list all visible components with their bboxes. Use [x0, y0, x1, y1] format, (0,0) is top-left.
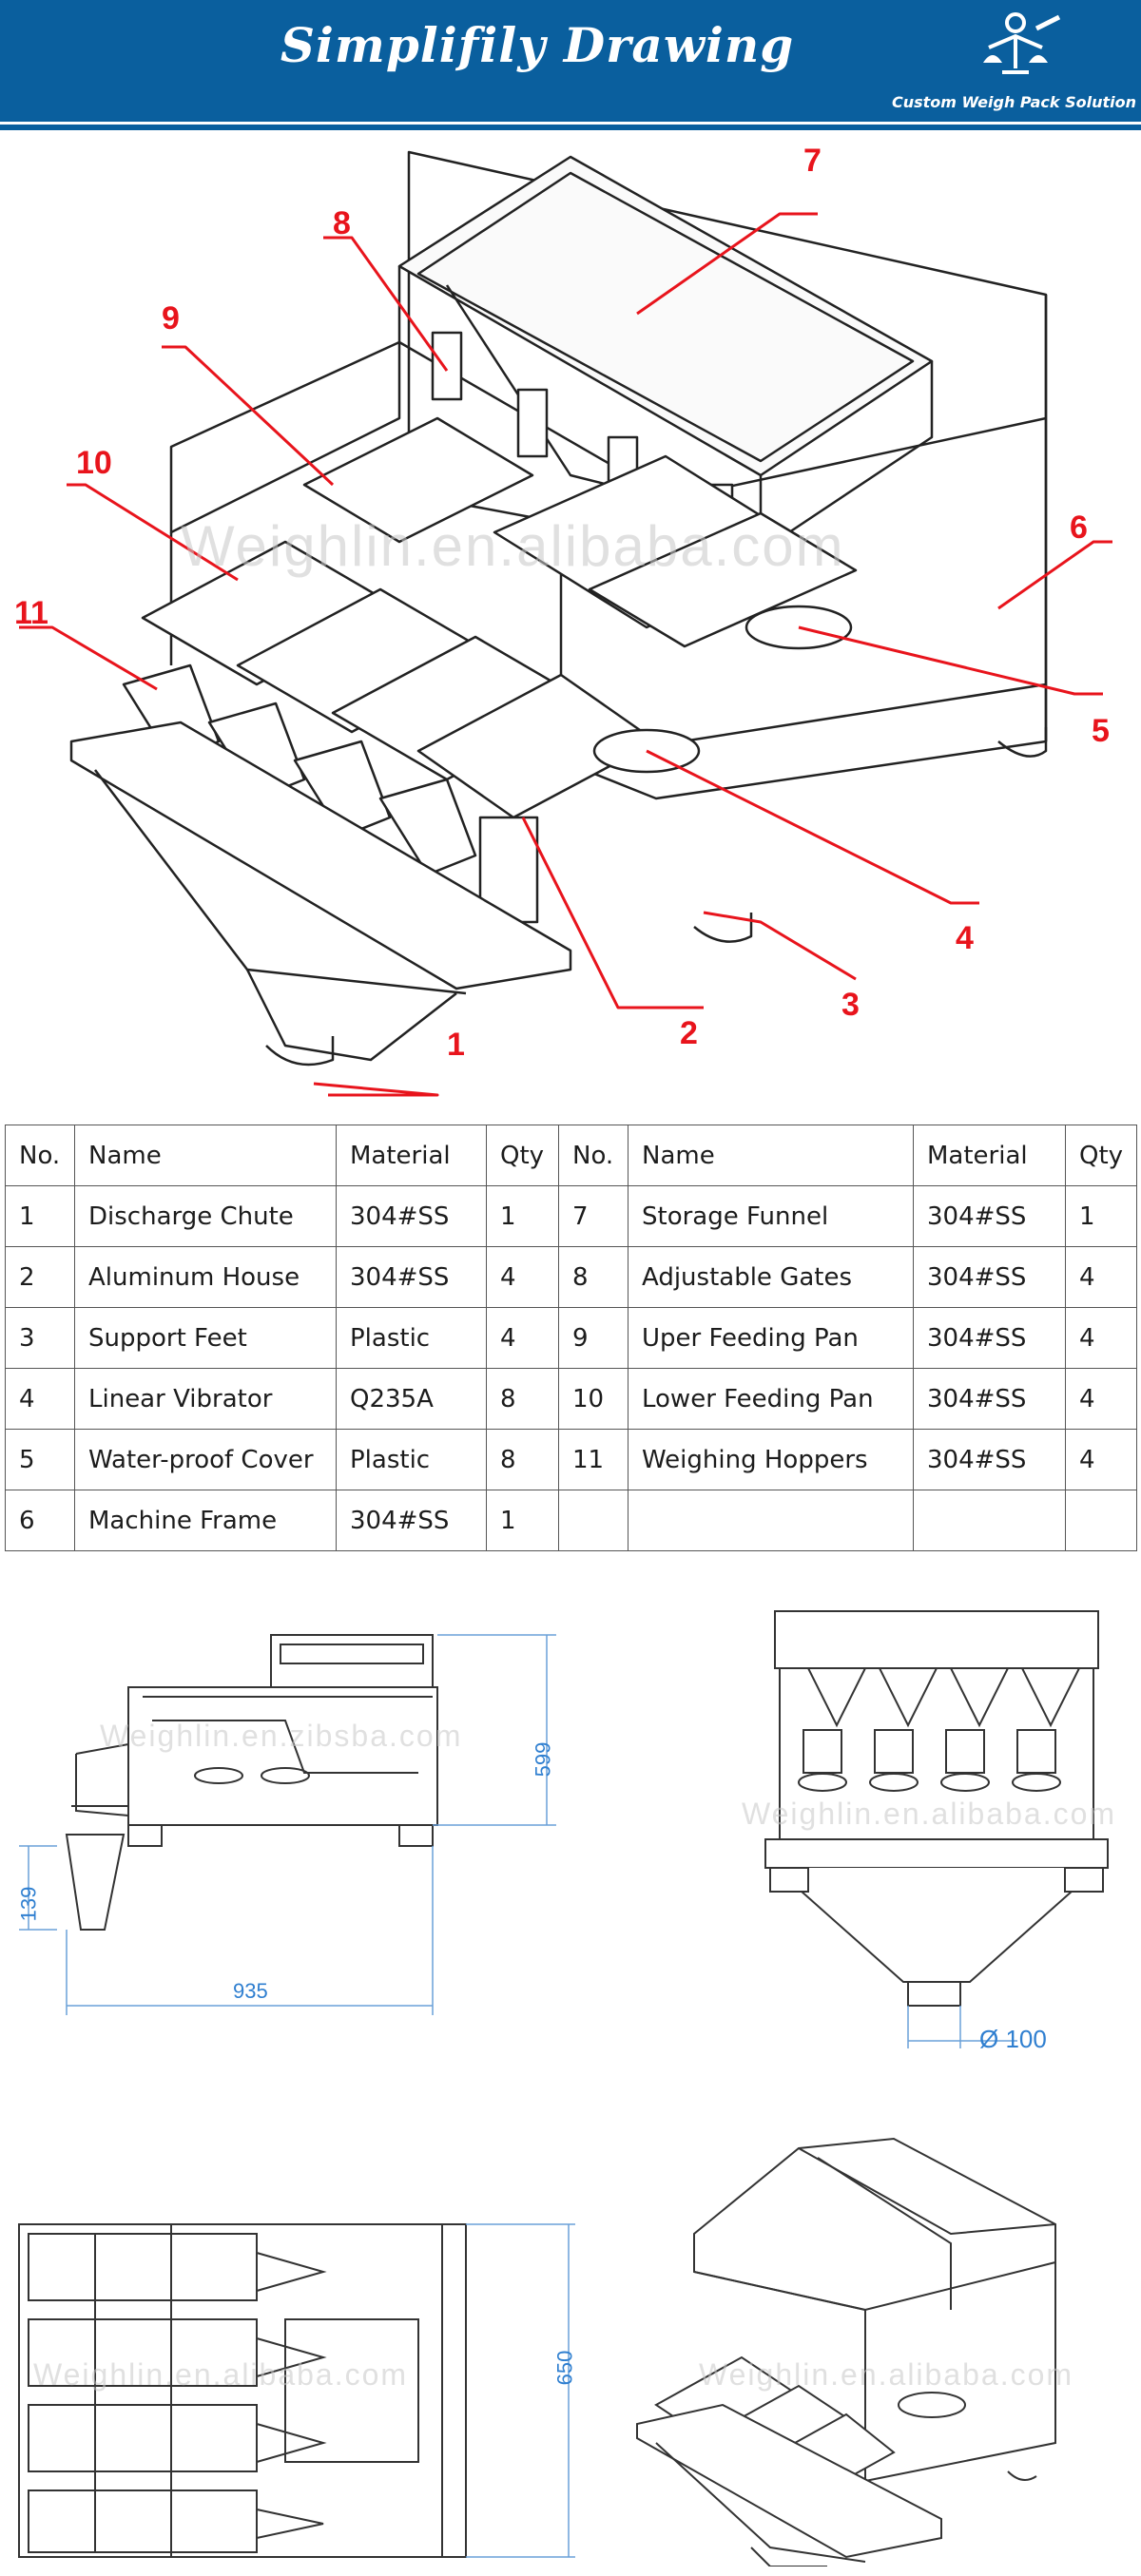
table-cell: 8 — [486, 1429, 559, 1490]
callout-3: 3 — [841, 987, 860, 1023]
watermark-iso: Weighlin.en.alibaba.com — [699, 2357, 1074, 2392]
table-cell: 1 — [5, 1185, 75, 1247]
table-cell: 4 — [1065, 1429, 1137, 1490]
table-cell — [628, 1490, 914, 1551]
table-cell: Water-proof Cover — [74, 1429, 337, 1490]
isometric-view-drawing — [636, 2137, 1056, 2566]
header-material: Material — [913, 1125, 1066, 1186]
header-no: No. — [558, 1125, 629, 1186]
side-view-drawing — [19, 1634, 556, 2015]
table-cell — [1065, 1490, 1137, 1551]
table-cell: 2 — [5, 1246, 75, 1308]
header-name: Name — [628, 1125, 914, 1186]
table-cell: Aluminum House — [74, 1246, 337, 1308]
table-cell: 1 — [486, 1490, 559, 1551]
table-cell: 8 — [486, 1368, 559, 1430]
table-row: 4 Linear Vibrator Q235A 8 10 Lower Feedi… — [5, 1368, 1137, 1430]
table-cell: Weighing Hoppers — [628, 1429, 914, 1490]
callout-5: 5 — [1092, 713, 1110, 749]
header-qty: Qty — [486, 1125, 559, 1186]
table-row: 1 Discharge Chute 304#SS 1 7 Storage Fun… — [5, 1185, 1137, 1247]
callout-1: 1 — [447, 1027, 465, 1063]
table-cell: 8 — [558, 1246, 629, 1308]
table-cell: Linear Vibrator — [74, 1368, 337, 1430]
table-cell: Plastic — [336, 1307, 487, 1369]
parts-table: No. Name Material Qty No. Name Material … — [5, 1125, 1137, 1551]
table-cell — [558, 1490, 629, 1551]
table-cell: Q235A — [336, 1368, 487, 1430]
table-cell: 1 — [486, 1185, 559, 1247]
table-cell: 304#SS — [913, 1307, 1066, 1369]
table-cell: 304#SS — [913, 1246, 1066, 1308]
dim-outlet-label: Ø 100 — [979, 2025, 1047, 2053]
table-cell: Support Feet — [74, 1307, 337, 1369]
table-cell: 5 — [5, 1429, 75, 1490]
callout-7: 7 — [803, 143, 822, 179]
table-cell: 4 — [1065, 1307, 1137, 1369]
table-cell: Uper Feeding Pan — [628, 1307, 914, 1369]
table-cell: 4 — [5, 1368, 75, 1430]
header-banner: Simplifily Drawing Custom Weigh Pack Sol… — [0, 0, 1141, 122]
callout-6: 6 — [1070, 509, 1088, 546]
table-cell: 304#SS — [913, 1368, 1066, 1430]
callout-9: 9 — [162, 300, 180, 336]
watermark-top: Weighlin.en.alibaba.com — [33, 2357, 409, 2392]
table-cell — [913, 1490, 1066, 1551]
table-row: 2 Aluminum House 304#SS 4 8 Adjustable G… — [5, 1246, 1137, 1308]
table-cell: Discharge Chute — [74, 1185, 337, 1247]
table-header-row: No. Name Material Qty No. Name Material … — [5, 1125, 1137, 1186]
table-cell: 304#SS — [336, 1246, 487, 1308]
table-cell: 1 — [1065, 1185, 1137, 1247]
front-view-drawing — [764, 1610, 1109, 2048]
table-cell: 3 — [5, 1307, 75, 1369]
header-name: Name — [74, 1125, 337, 1186]
table-cell: 304#SS — [913, 1429, 1066, 1490]
header-rule — [0, 122, 1141, 130]
table-cell: 6 — [5, 1490, 75, 1551]
callout-11: 11 — [14, 595, 48, 631]
dim-length-label: 935 — [233, 1979, 268, 2003]
table-cell: 4 — [1065, 1246, 1137, 1308]
header-material: Material — [336, 1125, 487, 1186]
dim-width-label: 650 — [552, 2350, 577, 2386]
header-qty: Qty — [1065, 1125, 1137, 1186]
table-row: 3 Support Feet Plastic 4 9 Uper Feeding … — [5, 1307, 1137, 1369]
dim-height-label: 599 — [531, 1741, 555, 1778]
table-cell: 4 — [486, 1246, 559, 1308]
table-cell: 304#SS — [913, 1185, 1066, 1247]
callout-4: 4 — [956, 920, 974, 956]
header-no: No. — [5, 1125, 75, 1186]
table-cell: 7 — [558, 1185, 629, 1247]
main-assembly-drawing — [19, 150, 1112, 1097]
watermark-side: Weighlin.en.zibsba.com — [100, 1719, 463, 1753]
table-cell: Storage Funnel — [628, 1185, 914, 1247]
table-cell: Lower Feeding Pan — [628, 1368, 914, 1430]
table-cell: 304#SS — [336, 1490, 487, 1551]
table-row: 6 Machine Frame 304#SS 1 — [5, 1490, 1137, 1551]
table-cell: 4 — [486, 1307, 559, 1369]
table-cell: 11 — [558, 1429, 629, 1490]
scale-hand-icon — [983, 12, 1061, 74]
watermark-front: Weighlin.en.alibaba.com — [742, 1797, 1117, 1831]
top-view-drawing — [18, 2223, 575, 2558]
table-cell: Adjustable Gates — [628, 1246, 914, 1308]
table-cell: Machine Frame — [74, 1490, 337, 1551]
table-row: 5 Water-proof Cover Plastic 8 11 Weighin… — [5, 1429, 1137, 1490]
callout-10: 10 — [76, 445, 112, 481]
table-cell: Plastic — [336, 1429, 487, 1490]
callout-2: 2 — [680, 1015, 698, 1051]
table-cell: 9 — [558, 1307, 629, 1369]
table-cell: 10 — [558, 1368, 629, 1430]
table-cell: 304#SS — [336, 1185, 487, 1247]
page-title: Simplifily Drawing — [280, 17, 795, 73]
tagline: Custom Weigh Pack Solution — [891, 93, 1136, 111]
dim-chute-label: 139 — [16, 1886, 41, 1922]
watermark-main: Weighlin.en.alibaba.com — [181, 514, 845, 578]
table-cell: 4 — [1065, 1368, 1137, 1430]
callout-8: 8 — [333, 205, 351, 241]
